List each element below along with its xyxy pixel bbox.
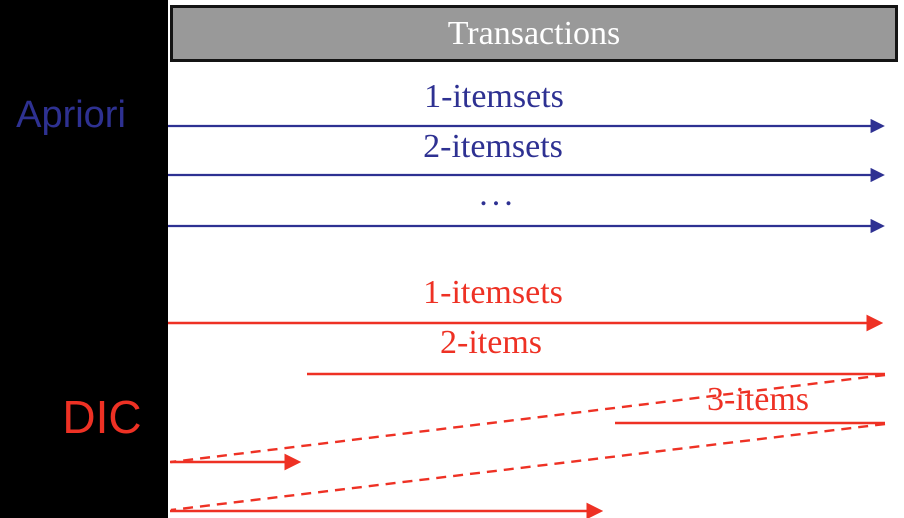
algorithm-sidebar bbox=[0, 0, 168, 518]
dic-2items-label: 2-items bbox=[440, 324, 542, 361]
apriori-label: Apriori bbox=[16, 94, 126, 136]
dic-label: DIC bbox=[62, 391, 142, 443]
dic-3items-wrap-dashed bbox=[170, 422, 886, 512]
dic-pass1-label: 1-itemsets bbox=[423, 274, 563, 311]
dic-3items-label: 3-items bbox=[707, 381, 809, 418]
apriori-pass2-label: 2-itemsets bbox=[423, 128, 563, 165]
transactions-title: Transactions bbox=[447, 14, 621, 52]
dic-2items-wrap-dashed bbox=[170, 373, 886, 464]
apriori-ellipsis-label: ... bbox=[479, 176, 517, 213]
transactions-bar: Transactions bbox=[170, 5, 898, 62]
apriori-pass1-label: 1-itemsets bbox=[424, 78, 564, 115]
